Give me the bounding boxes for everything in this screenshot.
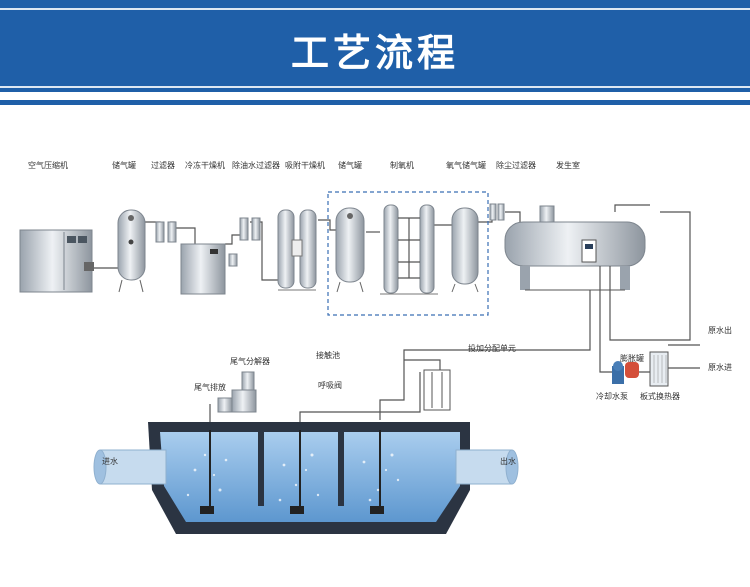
expansion-tank-shape [625, 362, 639, 378]
label-raw-water-in: 原水进 [708, 363, 732, 372]
label-water-in: 进水 [102, 457, 118, 466]
air-tank-2 [335, 207, 365, 293]
tail-gas-decomposer [217, 371, 257, 413]
air-compressor [19, 229, 94, 293]
label-generator-room: 发生室 [556, 161, 580, 170]
label-oxygen-generator: 制氧机 [390, 161, 414, 170]
label-air-tank-2: 储气罐 [338, 161, 362, 170]
oxygen-generator [380, 204, 438, 295]
oxygen-tank [451, 207, 479, 293]
page-title: 工艺流程 [290, 31, 459, 75]
label-air-tank: 储气罐 [112, 161, 136, 170]
label-plate-exchanger: 板式换热器 [640, 392, 680, 401]
dust-filter [489, 203, 505, 221]
plate-heat-exchanger [649, 351, 669, 387]
banner-underline [0, 100, 750, 105]
air-tank-1 [117, 209, 146, 293]
label-water-out: 出水 [500, 457, 516, 466]
label-expansion-tank: 膨胀罐 [620, 354, 644, 363]
label-raw-water-out: 原水出 [708, 326, 732, 335]
filter-unit [155, 221, 177, 243]
label-dust-filter: 除尘过滤器 [496, 161, 536, 170]
oil-water-filter [228, 217, 261, 267]
oxygen-system-box [327, 191, 489, 316]
label-contact-pool: 接触池 [316, 351, 340, 360]
label-air-compressor: 空气压缩机 [28, 161, 68, 170]
dosing-unit [423, 369, 451, 411]
label-adsorption-dryer: 吸附干燥机 [285, 161, 325, 170]
label-oil-water-filter: 除油水过滤器 [232, 161, 280, 170]
label-filter: 过滤器 [151, 161, 175, 170]
banner-top-line [0, 8, 750, 10]
label-breathing-valve: 呼吸阀 [318, 381, 342, 390]
label-dosing-unit: 投加分配单元 [468, 344, 516, 353]
header-banner [0, 0, 750, 92]
label-tail-gas-discharge: 尾气排放 [194, 383, 226, 392]
banner-bottom-line [0, 86, 750, 88]
adsorption-dryer [277, 209, 317, 291]
label-tail-gas-decomposer: 尾气分解器 [230, 357, 270, 366]
contact-pool [93, 422, 519, 534]
label-cooling-pump: 冷却水泵 [596, 392, 628, 401]
cooling-water-pump [612, 361, 624, 384]
label-oxygen-tank: 氧气储气罐 [446, 161, 486, 170]
label-freeze-dryer: 冷冻干燥机 [185, 161, 225, 170]
freeze-dryer [180, 243, 226, 295]
ozone-generator-chamber [504, 205, 646, 291]
